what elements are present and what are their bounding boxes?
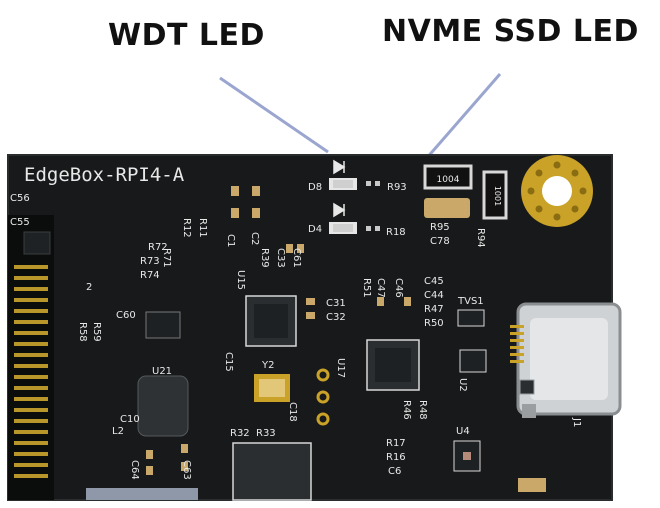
nvme-ssd-led [329,222,357,234]
ref-r74: R74 [140,270,160,281]
ref-r16: R16 [386,452,406,463]
ref-r48: R48 [417,400,428,420]
ref-c18: C18 [287,402,298,422]
test-pads [316,368,330,426]
ref-c63: C63 [181,460,192,480]
ref-r18: R18 [386,227,406,238]
ref-r32: R32 [230,428,250,439]
ic-bottom [232,442,312,501]
ref-c55: C55 [10,217,30,228]
usb-c-connector-j1 [510,302,622,418]
silkscreen-title: EdgeBox-RPI4-A [24,164,185,186]
ref-pin-2: 2 [86,282,92,293]
ref-c44: C44 [424,290,444,301]
ref-r51: R51 [361,278,372,298]
ref-r59: R59 [91,322,102,342]
ref-c56: C56 [10,193,30,204]
tvs1 [457,309,485,327]
ref-u4: U4 [456,426,470,437]
ref-c64: C64 [129,460,140,480]
ref-r71: R71 [161,248,172,268]
ref-r11: R11 [197,218,208,238]
ref-r46: R46 [401,400,412,420]
ref-j1: J1 [571,417,582,427]
ref-c6: C6 [388,466,401,477]
ref-l2: L2 [112,426,124,437]
wdt-led-callout: WDT LED [108,18,265,53]
resistor-1001-label: 1001 [493,186,502,206]
ref-r17: R17 [386,438,406,449]
inductor-l2 [137,375,189,437]
wdt-led [329,178,357,190]
ref-r33: R33 [256,428,276,439]
ref-c60: C60 [116,310,136,321]
ref-c2: C2 [249,232,260,245]
ref-u21: U21 [152,366,172,377]
ref-c45: C45 [424,276,444,287]
ref-r94: R94 [475,228,486,248]
wdt-leader-line [219,76,329,154]
ref-r73: R73 [140,256,160,267]
ref-tvs1: TVS1 [457,296,484,307]
ref-d4: D4 [308,224,322,235]
resistor-1004 [423,164,473,190]
ref-r12: R12 [181,218,192,238]
nvme-ssd-led-callout: NVME SSD LED [382,14,639,49]
ref-r47: R47 [424,304,444,315]
ref-d8: D8 [308,182,322,193]
ref-c15: C15 [223,352,234,372]
resistor-1001 [482,170,508,220]
ref-y2: Y2 [261,360,274,371]
ref-r39: R39 [259,248,270,268]
ref-r93: R93 [387,182,407,193]
ref-c61: C61 [291,248,302,268]
ref-c46: C46 [393,278,404,298]
ic-u21 [145,311,181,339]
ref-r58: R58 [77,322,88,342]
ref-c47: C47 [375,278,386,298]
ref-u15: U15 [235,270,246,290]
resistor-1004-label: 1004 [437,175,460,185]
ref-r72: R72 [148,242,168,253]
ref-c31: C31 [326,298,346,309]
ref-c33: C33 [275,248,286,268]
ref-r50: R50 [424,318,444,329]
ref-u2: U2 [457,378,468,392]
m2-connector [8,215,54,500]
ref-c32: C32 [326,312,346,323]
ref-u17: U17 [335,358,346,378]
ref-c10: C10 [120,414,140,425]
capacitor-c78 [424,198,470,218]
ref-c1: C1 [225,234,236,247]
ic-u2 [459,349,487,373]
ref-c78: C78 [430,236,450,247]
ref-r95: R95 [430,222,450,233]
